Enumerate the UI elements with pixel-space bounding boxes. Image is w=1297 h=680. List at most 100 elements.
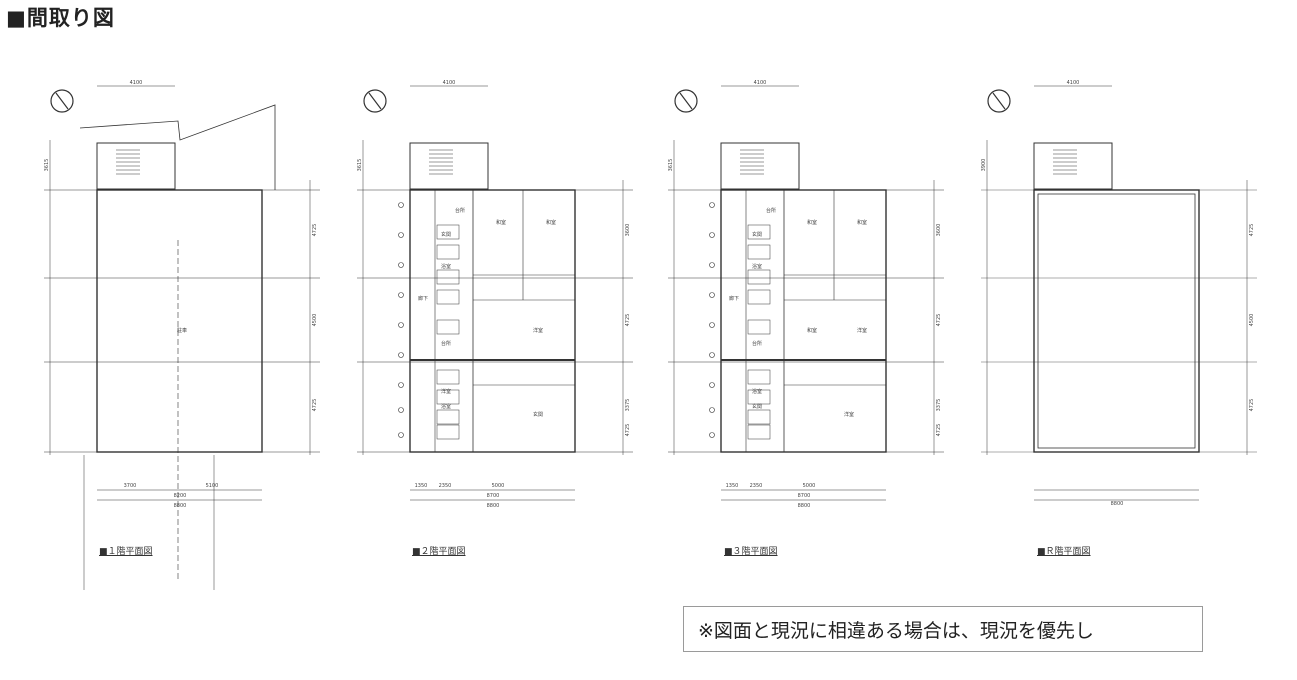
bottom-dimension: 8800 (798, 503, 811, 509)
north-arrow-line (992, 92, 1006, 110)
plan-caption-2f: ■２階平面図 (412, 547, 466, 557)
right-dimension: 4500 (1249, 314, 1255, 327)
fixture-box (436, 389, 460, 405)
meter-icon (709, 432, 715, 438)
stair-tower (96, 142, 176, 190)
right-dimension: 4725 (1249, 224, 1255, 237)
meter-icon (709, 382, 715, 388)
meter-icon (398, 352, 404, 358)
meter-icon (398, 232, 404, 238)
room-label: 玄関 (752, 403, 762, 410)
roof-parapet (1037, 193, 1196, 449)
top-dimension: 4100 (1067, 80, 1080, 86)
page-title: ■間取り図 (6, 6, 115, 30)
right-dimension: 4725 (936, 314, 942, 327)
room-label: 和室 (857, 219, 867, 226)
top-dimension: 4100 (130, 80, 143, 86)
room-label: 台所 (766, 207, 776, 214)
fixture-box (436, 409, 460, 425)
fixture-box (747, 389, 771, 405)
room-label: 浴室 (441, 403, 451, 410)
fixture-box (747, 224, 771, 240)
right-dimension: 4725 (312, 224, 318, 237)
north-arrow-icon (363, 89, 387, 113)
bottom-dimension: 8700 (798, 493, 811, 499)
fixture-box (436, 369, 460, 385)
fixture-box (747, 289, 771, 305)
north-arrow-line (368, 92, 382, 110)
meter-icon (398, 292, 404, 298)
bottom-dimension: 1350 (726, 483, 739, 489)
meter-icon (709, 232, 715, 238)
room-label: 台所 (441, 340, 451, 347)
right-dimension: 4500 (312, 314, 318, 327)
right-dimension: 3375 (936, 399, 942, 412)
building-outline (1033, 189, 1200, 453)
right-dimension: 3375 (625, 399, 631, 412)
room-label: 駐車 (177, 327, 187, 334)
room-label: 洋室 (857, 327, 867, 334)
meter-icon (398, 322, 404, 328)
bottom-dimension: 8800 (1111, 501, 1124, 507)
right-dimension: 4725 (625, 314, 631, 327)
meter-icon (709, 292, 715, 298)
meter-icon (398, 382, 404, 388)
room-label: 台所 (455, 207, 465, 214)
fixture-box (436, 319, 460, 335)
room-label: 和室 (807, 219, 817, 226)
right-dimension: 4725 (312, 399, 318, 412)
north-arrow-icon (987, 89, 1011, 113)
room-label: 和室 (496, 219, 506, 226)
room-label: 浴室 (752, 388, 762, 395)
room-label: 台所 (752, 340, 762, 347)
bottom-dimension: 8800 (174, 503, 187, 509)
fixture-box (747, 424, 771, 440)
meter-icon (709, 407, 715, 413)
room-label: 玄関 (533, 411, 543, 418)
left-dimension: 3615 (44, 159, 50, 172)
right-dimension: 4725 (1249, 399, 1255, 412)
room-label: 洋室 (533, 327, 543, 334)
room-label: 洋室 (441, 388, 451, 395)
room-label: 和室 (807, 327, 817, 334)
bottom-dimension: 3700 (124, 483, 137, 489)
north-arrow-icon (50, 89, 74, 113)
meter-icon (398, 202, 404, 208)
north-arrow-line (55, 92, 69, 110)
plan-caption-rf: ■Ｒ階平面図 (1037, 547, 1091, 557)
stair-tower (409, 142, 489, 190)
left-dimension: 3615 (668, 159, 674, 172)
fixture-box (436, 289, 460, 305)
fixture-box (747, 409, 771, 425)
plan-caption-3f: ■３階平面図 (724, 547, 778, 557)
fixture-box (747, 369, 771, 385)
site-boundary (79, 104, 276, 190)
left-dimension: 3900 (981, 159, 987, 172)
meter-icon (398, 407, 404, 413)
top-dimension: 4100 (443, 80, 456, 86)
note-box: ※図面と現況に相違ある場合は、現況を優先し (683, 606, 1203, 652)
fixture-box (436, 244, 460, 260)
meter-icon (709, 322, 715, 328)
room-label: 浴室 (441, 263, 451, 270)
bottom-dimension: 1350 (415, 483, 428, 489)
right-dimension: 4725 (936, 424, 942, 437)
bottom-dimension: 8800 (487, 503, 500, 509)
room-label: 浴室 (752, 263, 762, 270)
room-label: 玄関 (752, 231, 762, 238)
right-dimension: 3600 (936, 224, 942, 237)
bottom-dimension: 5100 (206, 483, 219, 489)
bottom-dimension: 2350 (439, 483, 452, 489)
right-dimension: 3600 (625, 224, 631, 237)
bottom-dimension: 5000 (492, 483, 505, 489)
right-dimension: 4725 (625, 424, 631, 437)
fixture-box (747, 244, 771, 260)
plan-caption-1f: ■１階平面図 (99, 547, 153, 557)
fixture-box (436, 224, 460, 240)
room-label: 玄関 (441, 231, 451, 238)
meter-icon (709, 262, 715, 268)
